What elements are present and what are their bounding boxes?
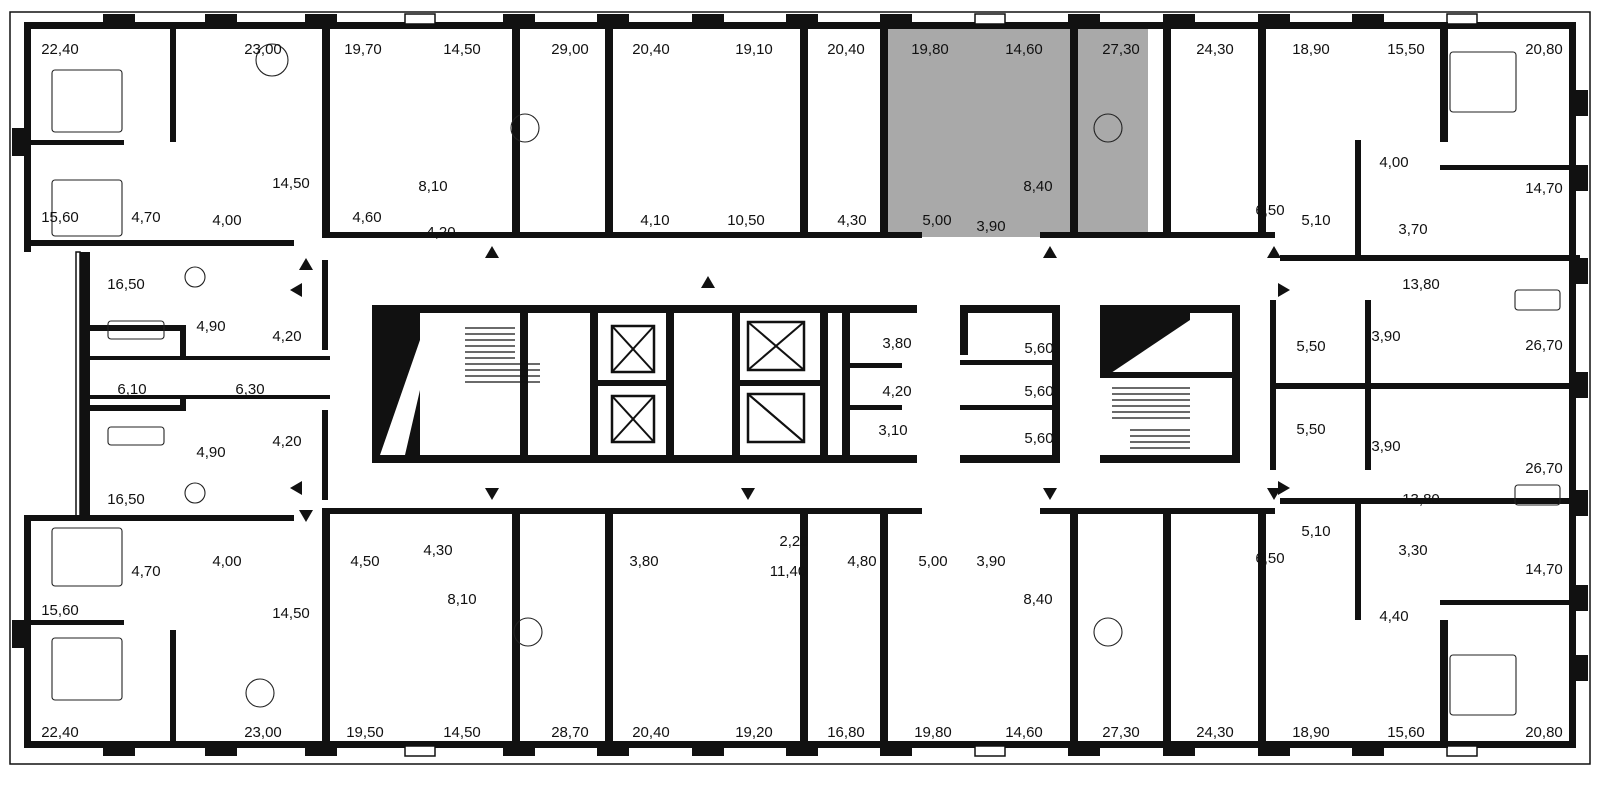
area-label: 4,10 <box>640 212 669 229</box>
area-label: 8,40 <box>1023 591 1052 608</box>
area-label: 5,60 <box>1024 340 1053 357</box>
area-label: 5,60 <box>1024 430 1053 447</box>
area-label: 8,40 <box>1023 178 1052 195</box>
area-label: 3,90 <box>976 218 1005 235</box>
area-label: 14,60 <box>1005 41 1043 58</box>
area-label: 3,90 <box>1371 438 1400 455</box>
area-label: 19,70 <box>344 41 382 58</box>
area-label: 4,30 <box>837 212 866 229</box>
area-label: 23,00 <box>244 41 282 58</box>
area-label: 8,10 <box>418 178 447 195</box>
area-label: 18,90 <box>1292 724 1330 741</box>
area-label: 16,50 <box>107 491 145 508</box>
area-label: 4,90 <box>196 318 225 335</box>
area-label: 5,50 <box>1296 338 1325 355</box>
area-label: 18,90 <box>1292 41 1330 58</box>
area-label: 22,40 <box>41 724 79 741</box>
area-labels: 22,40 23,00 19,70 14,50 29,00 20,40 19,1… <box>41 41 1563 741</box>
area-label: 4,00 <box>212 553 241 570</box>
area-label: 20,80 <box>1525 724 1563 741</box>
area-label: 8,10 <box>447 591 476 608</box>
area-label: 14,50 <box>443 724 481 741</box>
area-label: 6,50 <box>1255 202 1284 219</box>
area-label: 10,50 <box>727 212 765 229</box>
area-label: 5,00 <box>918 553 947 570</box>
area-label: 4,20 <box>272 433 301 450</box>
area-label: 19,10 <box>735 41 773 58</box>
area-label: 3,80 <box>629 553 658 570</box>
area-label: 26,70 <box>1525 460 1563 477</box>
area-label: 5,60 <box>1024 383 1053 400</box>
area-label: 20,40 <box>632 724 670 741</box>
area-label: 4,50 <box>350 553 379 570</box>
area-label: 11,40 <box>770 563 806 580</box>
furniture <box>51 43 1561 716</box>
entrance-markers <box>290 246 1290 522</box>
area-label: 15,50 <box>1387 41 1425 58</box>
area-label: 19,20 <box>735 724 773 741</box>
area-label: 3,90 <box>976 553 1005 570</box>
area-label: 13,80 <box>1402 276 1440 293</box>
area-label: 20,80 <box>1525 41 1563 58</box>
area-label: 14,70 <box>1525 561 1563 578</box>
area-label: 14,50 <box>272 605 310 622</box>
area-label: 24,30 <box>1196 724 1234 741</box>
area-label: 6,30 <box>235 381 264 398</box>
area-label: 28,70 <box>551 724 589 741</box>
area-label: 16,80 <box>827 724 865 741</box>
area-label: 6,10 <box>117 381 146 398</box>
area-label: 15,60 <box>41 209 79 226</box>
area-label: 3,30 <box>1398 542 1427 559</box>
area-label: 14,70 <box>1525 180 1563 197</box>
highlighted-apartment[interactable] <box>886 25 1148 237</box>
area-label: 22,40 <box>41 41 79 58</box>
area-label: 5,00 <box>922 212 951 229</box>
area-label: 15,60 <box>1387 724 1425 741</box>
interior-walls <box>24 22 1580 748</box>
area-label: 4,00 <box>212 212 241 229</box>
area-label: 4,60 <box>352 209 381 226</box>
area-label: 27,30 <box>1102 41 1140 58</box>
area-label: 20,40 <box>632 41 670 58</box>
area-label: 3,10 <box>878 422 907 439</box>
area-label: 3,90 <box>1371 328 1400 345</box>
area-label: 3,80 <box>882 335 911 352</box>
area-label: 4,80 <box>847 553 876 570</box>
area-label: 14,50 <box>443 41 481 58</box>
area-label: 14,60 <box>1005 724 1043 741</box>
area-label: 4,20 <box>426 224 455 241</box>
building-core <box>372 305 1240 463</box>
area-label: 26,70 <box>1525 337 1563 354</box>
area-label: 24,30 <box>1196 41 1234 58</box>
area-label: 3,70 <box>1398 221 1427 238</box>
area-label: 4,70 <box>131 209 160 226</box>
area-label: 19,50 <box>346 724 384 741</box>
area-label: 5,50 <box>1296 421 1325 438</box>
area-label: 6,50 <box>1255 550 1284 567</box>
area-label: 16,50 <box>107 276 145 293</box>
area-label: 5,10 <box>1301 212 1330 229</box>
area-label: 4,90 <box>196 444 225 461</box>
area-label: 4,30 <box>423 542 452 559</box>
area-label: 27,30 <box>1102 724 1140 741</box>
area-label: 29,00 <box>551 41 589 58</box>
area-label: 4,20 <box>272 328 301 345</box>
area-label: 20,40 <box>827 41 865 58</box>
area-label: 13,80 <box>1402 491 1440 508</box>
area-label: 4,70 <box>131 563 160 580</box>
area-label: 23,00 <box>244 724 282 741</box>
area-label: 4,20 <box>882 383 911 400</box>
area-label: 4,40 <box>1379 608 1408 625</box>
area-label: 2,20 <box>779 533 808 550</box>
area-label: 19,80 <box>914 724 952 741</box>
area-label: 5,10 <box>1301 523 1330 540</box>
area-label: 15,60 <box>41 602 79 619</box>
area-label: 14,50 <box>272 175 310 192</box>
area-label: 19,80 <box>911 41 949 58</box>
area-label: 4,00 <box>1379 154 1408 171</box>
stairs <box>465 327 1190 449</box>
